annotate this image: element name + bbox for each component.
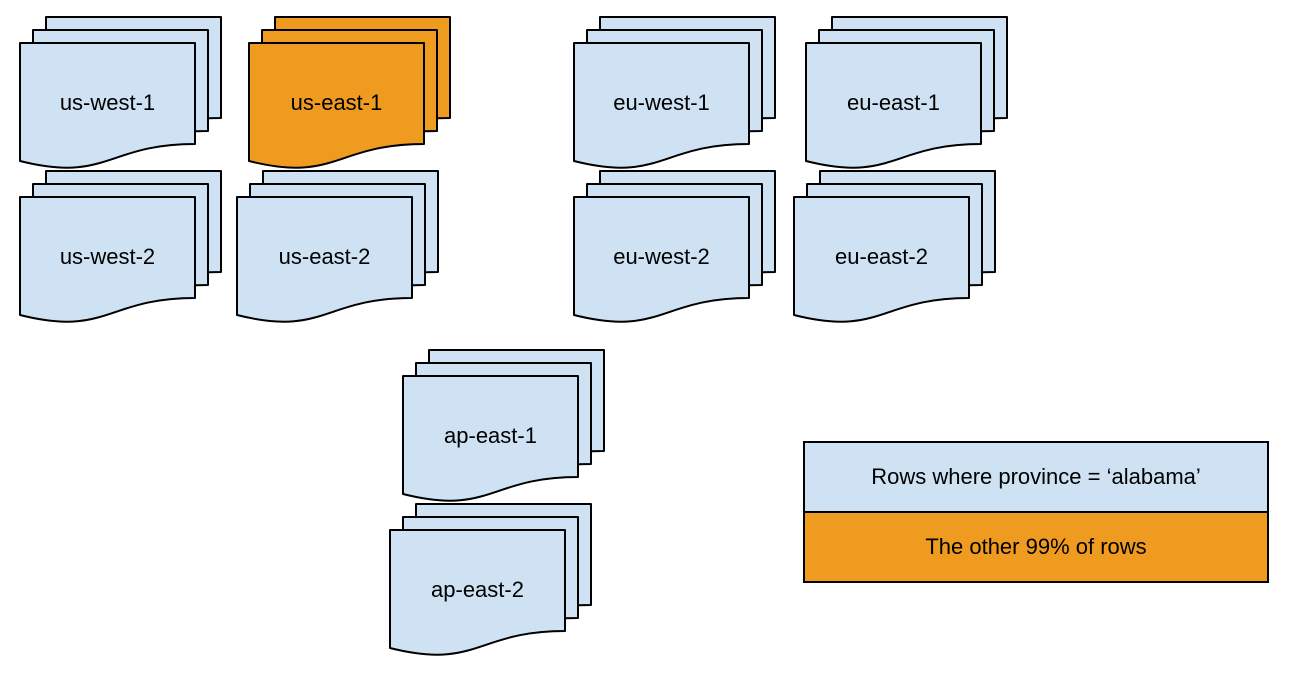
document-stack-icon [248,16,451,169]
document-shape-front [402,375,579,502]
document-shape-front [573,196,750,323]
region-label: eu-east-2 [835,244,928,269]
region-label: ap-east-2 [431,577,524,602]
document-shape-front [805,42,982,169]
region-stack-ap-east-1: ap-east-1 [402,349,605,502]
region-stack-eu-east-1: eu-east-1 [805,16,1008,169]
document-shape-front [236,196,413,323]
document-shape-front [389,529,566,656]
document-stack-icon [236,170,439,323]
legend-label: The other 99% of rows [925,534,1147,559]
region-stack-eu-east-2: eu-east-2 [793,170,996,323]
legend-label: Rows where province = ‘alabama’ [871,464,1201,489]
document-stack-icon [19,16,222,169]
region-label: eu-west-1 [613,90,710,115]
document-stack-icon [573,170,776,323]
legend-row-other-rows: The other 99% of rows [805,513,1267,581]
document-stack-icon [805,16,1008,169]
region-label: us-east-2 [278,244,371,269]
document-stack-icon [19,170,222,323]
document-stack-icon [402,349,605,502]
region-stack-eu-west-1: eu-west-1 [573,16,776,169]
region-label: ap-east-1 [444,423,537,448]
document-stack-icon [389,503,592,656]
document-shape-front [19,42,196,169]
region-stack-us-west-2: us-west-2 [19,170,222,323]
region-label: eu-west-2 [613,244,710,269]
legend-row-alabama-rows: Rows where province = ‘alabama’ [805,443,1267,513]
region-label: eu-east-1 [847,90,940,115]
region-label: us-west-2 [59,244,156,269]
legend: Rows where province = ‘alabama’ The othe… [803,441,1269,583]
region-stack-ap-east-2: ap-east-2 [389,503,592,656]
document-stack-icon [573,16,776,169]
document-shape-front [573,42,750,169]
region-stack-eu-west-2: eu-west-2 [573,170,776,323]
region-label: us-west-1 [59,90,156,115]
document-shape-front [19,196,196,323]
region-stack-us-east-2: us-east-2 [236,170,439,323]
region-stack-us-west-1: us-west-1 [19,16,222,169]
region-label: us-east-1 [290,90,383,115]
region-stack-us-east-1: us-east-1 [248,16,451,169]
document-shape-front [248,42,425,169]
document-shape-front [793,196,970,323]
document-stack-icon [793,170,996,323]
